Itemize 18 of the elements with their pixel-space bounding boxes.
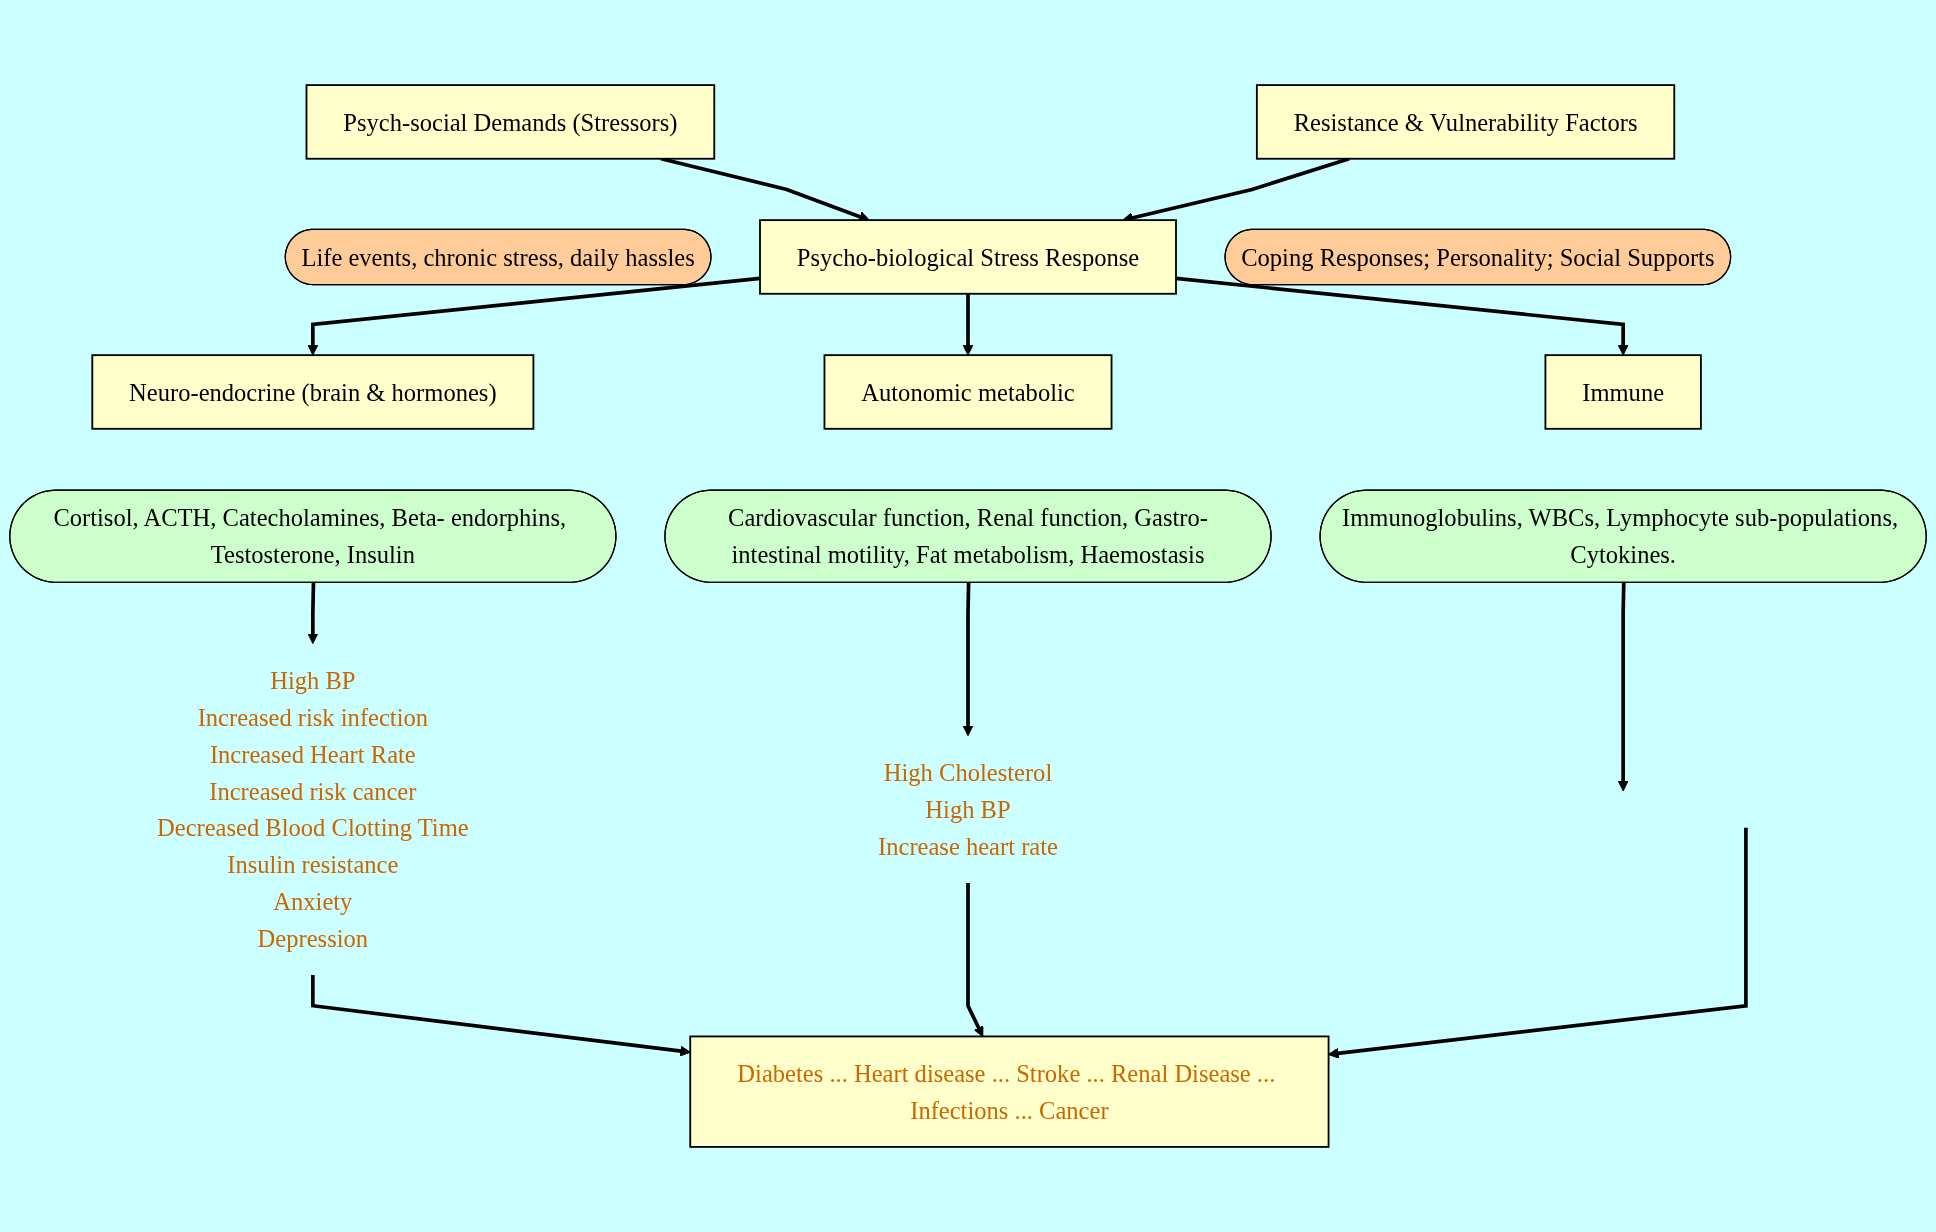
arrow bbox=[1175, 276, 1629, 356]
arrow bbox=[311, 975, 691, 1057]
node-box: Psycho-biological Stress Response bbox=[759, 219, 1177, 295]
arrow bbox=[307, 276, 761, 356]
arrow bbox=[307, 582, 319, 645]
node-box: Autonomic metabolic bbox=[823, 354, 1113, 430]
node-box: Psych-social Demands (Stressors) bbox=[305, 84, 716, 160]
arrow bbox=[1617, 582, 1629, 792]
node-box: Resistance & Vulnerability Factors bbox=[1255, 84, 1676, 160]
arrow bbox=[966, 883, 984, 1037]
node-box: Diabetes ... Heart disease ... Stroke ... Renal Disease ... Infections ... Cancer bbox=[689, 1035, 1330, 1148]
node-text: High BP Increased risk infection Increased Heart Rate Increased risk cancer Decreased Blood Clotting Time Insulin resistance Anxiety Depression bbox=[157, 666, 469, 952]
arrow bbox=[962, 293, 974, 356]
arrow bbox=[1328, 827, 1748, 1059]
node-box: Immune bbox=[1544, 354, 1702, 430]
arrow bbox=[962, 582, 974, 737]
node-text: High Cholesterol High BP Increase heart rate bbox=[878, 759, 1058, 860]
node-box: Neuro-endocrine (brain & hormones) bbox=[91, 354, 535, 430]
